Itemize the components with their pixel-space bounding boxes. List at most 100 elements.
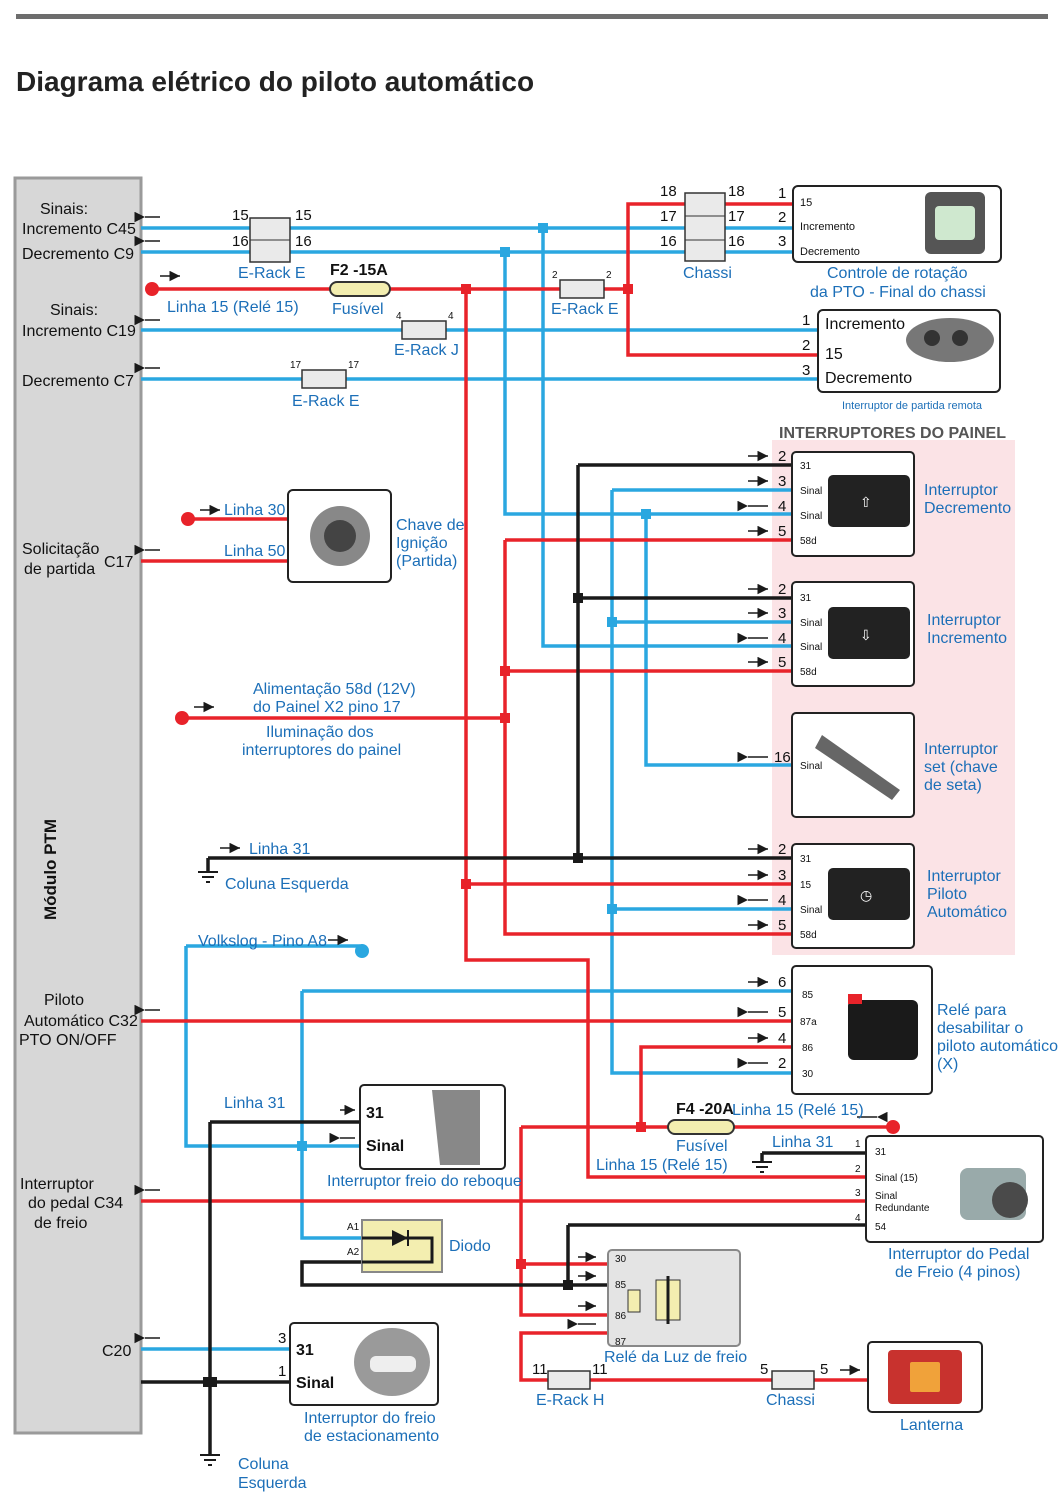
wire-decr-sig bbox=[541, 228, 792, 648]
svg-text:Coluna Esquerda: Coluna Esquerda bbox=[225, 876, 349, 893]
svg-text:E-Rack E: E-Rack E bbox=[292, 393, 360, 410]
svg-text:2: 2 bbox=[778, 581, 786, 598]
svg-text:5: 5 bbox=[778, 523, 786, 540]
svg-text:Interruptor: Interruptor bbox=[924, 741, 998, 758]
svg-text:15: 15 bbox=[800, 197, 812, 209]
svg-text:Interruptor freio do reboque: Interruptor freio do reboque bbox=[327, 1173, 522, 1190]
svg-text:F4 -20A: F4 -20A bbox=[676, 1101, 734, 1118]
svg-text:5: 5 bbox=[778, 1004, 786, 1021]
svg-text:2: 2 bbox=[802, 337, 810, 354]
svg-text:Sinal (15): Sinal (15) bbox=[875, 1173, 918, 1184]
wire-86x bbox=[639, 1045, 792, 1127]
svg-text:2: 2 bbox=[606, 270, 612, 281]
panel-switch-set: 16 Sinal Interruptor set (chave de seta) bbox=[774, 712, 998, 818]
svg-text:Sinal: Sinal bbox=[800, 618, 822, 629]
remote-start-switch: 1 2 3 Incremento 15 Decremento Interrupt… bbox=[802, 309, 1001, 412]
panel-switch-decremento: ⇧ 2 3 4 5 31 Sinal Sinal 58d Interruptor… bbox=[778, 448, 1011, 557]
svg-text:Sinal: Sinal bbox=[296, 1375, 334, 1392]
svg-text:16: 16 bbox=[232, 233, 249, 250]
svg-text:Linha 31: Linha 31 bbox=[772, 1134, 833, 1151]
svg-text:4: 4 bbox=[778, 1030, 786, 1047]
svg-text:de partida: de partida bbox=[24, 561, 95, 578]
svg-text:Fusível: Fusível bbox=[332, 301, 384, 318]
svg-text:Chassi: Chassi bbox=[766, 1392, 815, 1409]
svg-text:Alimentação 58d (12V): Alimentação 58d (12V) bbox=[253, 681, 416, 698]
svg-text:1: 1 bbox=[278, 1363, 286, 1380]
svg-text:⇧: ⇧ bbox=[860, 494, 872, 510]
svg-text:1: 1 bbox=[778, 185, 786, 202]
svg-text:2: 2 bbox=[778, 209, 786, 226]
svg-text:31: 31 bbox=[296, 1342, 314, 1359]
svg-text:Linha 31: Linha 31 bbox=[249, 841, 310, 858]
svg-text:Linha 50: Linha 50 bbox=[224, 543, 285, 560]
arrows bbox=[134, 211, 888, 1376]
svg-text:15: 15 bbox=[232, 207, 249, 224]
fuse-f2: F2 -15A Fusível Linha 15 (Relé 15) bbox=[167, 262, 391, 318]
svg-text:87: 87 bbox=[615, 1337, 627, 1348]
svg-text:Incremento: Incremento bbox=[825, 316, 905, 333]
svg-text:Decremento: Decremento bbox=[800, 246, 860, 258]
svg-text:16: 16 bbox=[774, 749, 791, 766]
svg-text:Lanterna: Lanterna bbox=[900, 1417, 963, 1434]
svg-text:E-Rack E: E-Rack E bbox=[238, 265, 306, 282]
panel-switch-piloto: ◷ 2 3 4 5 31 15 Sinal 58d Interruptor Pi… bbox=[778, 841, 1007, 949]
svg-text:Decremento C9: Decremento C9 bbox=[22, 246, 134, 263]
svg-text:5: 5 bbox=[760, 1361, 768, 1378]
svg-text:Relé da Luz de freio: Relé da Luz de freio bbox=[604, 1349, 747, 1366]
dot-linha15 bbox=[145, 282, 159, 296]
svg-text:Sinais:: Sinais: bbox=[40, 201, 88, 218]
svg-text:17: 17 bbox=[290, 360, 302, 371]
dot-linha30 bbox=[181, 512, 195, 526]
svg-text:Automático C32: Automático C32 bbox=[24, 1013, 138, 1030]
fuse-f4: F4 -20A Fusível Linha 15 (Relé 15) Linha… bbox=[596, 1101, 864, 1174]
svg-text:16: 16 bbox=[295, 233, 312, 250]
svg-text:F2 -15A: F2 -15A bbox=[330, 262, 388, 279]
svg-text:(Partida): (Partida) bbox=[396, 553, 457, 570]
module-label: Módulo PTM bbox=[41, 819, 60, 920]
trailer-brake-switch: Linha 31 31 Sinal Interruptor freio do r… bbox=[224, 1084, 522, 1190]
ground-symbol-3 bbox=[752, 1161, 772, 1173]
svg-text:set (chave: set (chave bbox=[924, 759, 998, 776]
svg-text:Interruptor do Pedal: Interruptor do Pedal bbox=[888, 1246, 1029, 1263]
brake-light-relay: 30 85 86 87 Relé da Luz de freio bbox=[604, 1249, 747, 1366]
svg-text:16: 16 bbox=[660, 233, 677, 250]
volkslog-label: Volkslog - Pino A8 bbox=[198, 933, 327, 950]
svg-text:17: 17 bbox=[660, 208, 677, 225]
connector-erack-e-top: 15 15 16 16 E-Rack E bbox=[232, 207, 312, 282]
svg-text:A1: A1 bbox=[347, 1222, 360, 1233]
top-rule bbox=[16, 14, 1048, 19]
connector-chassi-bottom: 5 5 Chassi bbox=[760, 1361, 828, 1409]
svg-text:⇩: ⇩ bbox=[860, 627, 872, 643]
svg-text:Relé para: Relé para bbox=[937, 1002, 1006, 1019]
brake-pedal-switch: Linha 31 1 2 3 4 31 Sinal (15) Sinal Red… bbox=[772, 1134, 1044, 1281]
black-wires bbox=[141, 463, 866, 1455]
svg-text:Piloto: Piloto bbox=[44, 992, 84, 1009]
svg-text:85: 85 bbox=[802, 990, 814, 1001]
svg-text:Controle de rotação: Controle de rotação bbox=[827, 265, 968, 282]
svg-text:3: 3 bbox=[778, 867, 786, 884]
svg-text:Sinal: Sinal bbox=[800, 761, 822, 772]
svg-text:2: 2 bbox=[778, 1055, 786, 1072]
svg-text:do pedal C34: do pedal C34 bbox=[28, 1195, 123, 1212]
svg-text:E-Rack H: E-Rack H bbox=[536, 1392, 604, 1409]
svg-text:de seta): de seta) bbox=[924, 777, 982, 794]
relay-x: 6 5 4 2 85 87a 86 30 Relé para desabilit… bbox=[778, 965, 1058, 1095]
svg-text:15: 15 bbox=[800, 880, 812, 891]
svg-text:86: 86 bbox=[802, 1043, 814, 1054]
dot-58d bbox=[175, 711, 189, 725]
svg-text:da PTO - Final do chassi: da PTO - Final do chassi bbox=[810, 284, 986, 301]
svg-text:Interruptor: Interruptor bbox=[927, 868, 1001, 885]
svg-text:6: 6 bbox=[778, 974, 786, 991]
dot-volkslog bbox=[355, 944, 369, 958]
svg-text:3: 3 bbox=[778, 233, 786, 250]
svg-text:2: 2 bbox=[778, 448, 786, 465]
junctions bbox=[203, 223, 651, 1387]
svg-text:58d: 58d bbox=[800, 930, 817, 941]
svg-text:Incremento C45: Incremento C45 bbox=[22, 221, 136, 238]
svg-text:de Freio (4 pinos): de Freio (4 pinos) bbox=[895, 1264, 1020, 1281]
svg-text:Chave de: Chave de bbox=[396, 517, 465, 534]
svg-text:16: 16 bbox=[728, 233, 745, 250]
svg-text:18: 18 bbox=[660, 183, 677, 200]
svg-text:4: 4 bbox=[778, 498, 786, 515]
